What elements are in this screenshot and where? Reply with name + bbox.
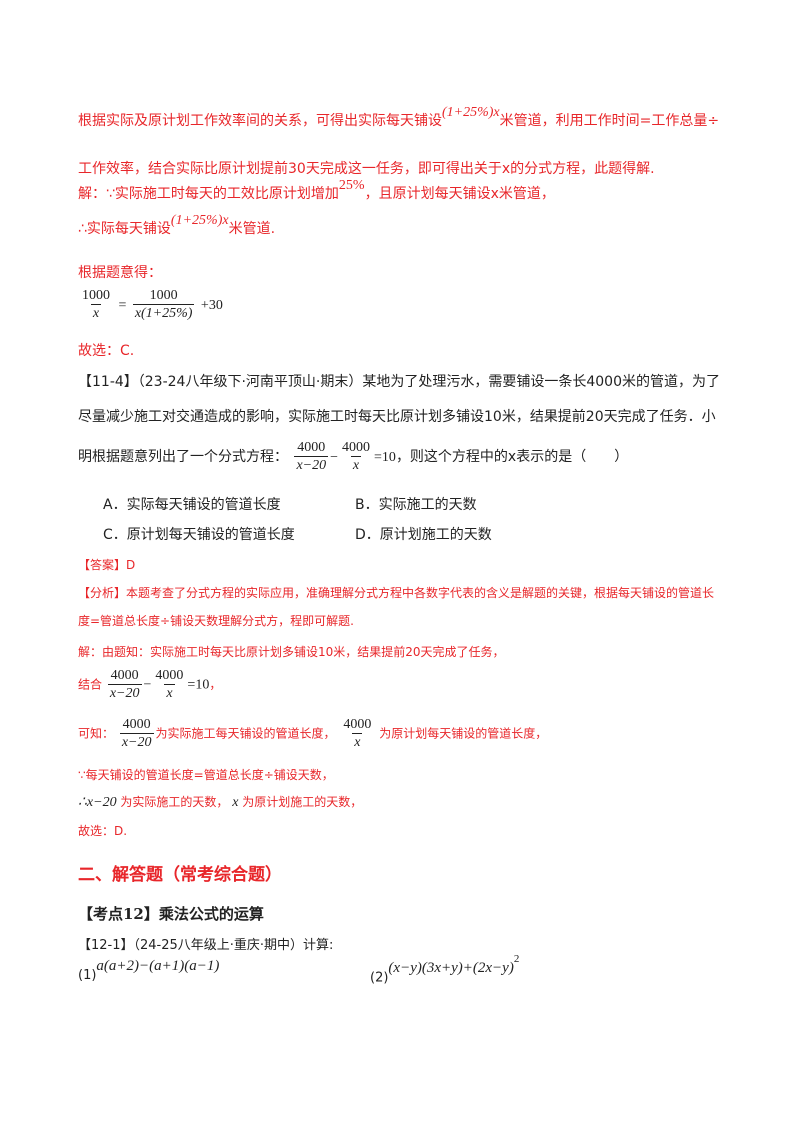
- numerator: 4000: [297, 440, 326, 455]
- denominator: x−20: [294, 456, 329, 473]
- numerator: 1000: [149, 288, 178, 303]
- text: 为实际施工每天铺设的管道长度，: [155, 726, 336, 741]
- denominator: x: [350, 456, 362, 473]
- exponent: 2: [513, 953, 520, 965]
- text: 根据实际及原计划工作效率间的关系，可得出实际每天铺设: [78, 113, 442, 129]
- question-12-1-part-1: (1)a(a+2)−(a+1)(a−1): [78, 958, 219, 984]
- question-12-1-stem: 【12-1】（24-25八年级上·重庆·期中）计算:: [78, 938, 334, 953]
- denominator: x(1+25%): [132, 304, 195, 321]
- option-a[interactable]: A．实际每天铺设的管道长度: [103, 497, 281, 513]
- analysis-line-6: ∵每天铺设的管道长度=管道总长度÷铺设天数，: [78, 768, 334, 782]
- solution-line-1: 解：∵实际施工时每天的工效比原计划增加25%，且原计划每天铺设x米管道，: [78, 178, 555, 203]
- numerator: 4000: [342, 440, 371, 455]
- denominator: x: [164, 684, 175, 701]
- text: ，: [209, 677, 222, 692]
- text: 解：∵实际施工时每天的工效比原计划增加: [78, 186, 339, 202]
- solution-line-3: 根据题意得：: [78, 265, 162, 281]
- text: ∴实际每天铺设: [78, 221, 171, 237]
- text: ，且原计划每天铺设x米管道，: [364, 186, 555, 202]
- part-label: (1): [78, 968, 97, 983]
- text: 结合: [78, 677, 103, 692]
- minus: −: [330, 450, 339, 465]
- solution-line-2: ∴实际每天铺设(1+25%)x米管道.: [78, 213, 276, 238]
- math-inline: (1+25%)x: [442, 105, 500, 120]
- numerator: 1000: [82, 288, 110, 303]
- equation-tail: +30: [200, 298, 223, 313]
- option-b[interactable]: B．实际施工的天数: [355, 497, 477, 513]
- text: 为原计划每天铺设的管道长度，: [379, 726, 548, 741]
- denominator: x−20: [107, 684, 142, 701]
- text: 为原计划施工的天数，: [242, 795, 363, 809]
- text: 可知：: [78, 726, 115, 741]
- minus: −: [143, 677, 152, 693]
- question-stem-line-1: 【11-4】（23-24八年级下·河南平顶山·期末）某地为了处理污水，需要铺设一…: [78, 374, 720, 390]
- analysis-line-1: 【分析】本题考查了分式方程的实际应用，准确理解分式方程中各数字代表的含义是解题的…: [78, 586, 715, 600]
- option-d[interactable]: D．原计划施工的天数: [355, 527, 492, 543]
- answer-label: 【答案】D: [78, 558, 136, 572]
- question-stem-line-2: 尽量减少施工对交通造成的影响，实际施工时每天比原计划多铺设10米，结果提前20天…: [78, 409, 716, 425]
- equation-tail: =10: [374, 450, 396, 465]
- analysis-line-8: 故选：D.: [78, 824, 128, 838]
- equals: =: [118, 298, 127, 313]
- analysis-line-3: 解：由题知：实际施工时每天比原计划多铺设10米，结果提前20天完成了任务，: [78, 645, 505, 659]
- section-title: 二、解答题（常考综合题）: [78, 865, 282, 885]
- denominator: x: [90, 304, 102, 321]
- text: 明根据题意列出了一个分式方程：: [78, 449, 288, 465]
- math-inline: a(a+2)−(a+1)(a−1): [96, 958, 220, 974]
- math-inline: ∴x−20: [78, 795, 117, 810]
- numerator: 4000: [110, 668, 139, 683]
- denominator: x: [352, 733, 363, 750]
- text: ，则这个方程中的x表示的是（ ）: [395, 449, 629, 465]
- denominator: x−20: [119, 733, 154, 750]
- text: 米管道.: [228, 221, 276, 237]
- solution-line-4: 故选：C.: [78, 343, 135, 359]
- math-inline: x: [232, 795, 239, 810]
- math-inline: (x−y)(3x+y)+(2x−y): [388, 960, 514, 977]
- numerator: 4000: [155, 668, 184, 683]
- text: 米管道，利用工作时间=工作总量÷: [499, 113, 720, 129]
- part-label: (2): [370, 970, 389, 986]
- text: 为实际施工的天数，: [120, 795, 229, 809]
- analysis-line-7: ∴x−20 为实际施工的天数， x 为原计划施工的天数，: [78, 793, 362, 811]
- equation-tail: =10: [187, 677, 210, 693]
- numerator: 4000: [122, 717, 151, 732]
- explanation-line-2: 工作效率，结合实际比原计划提前30天完成这一任务，即可得出关于x的分式方程，此题…: [78, 161, 655, 177]
- math-inline: 25%: [338, 178, 365, 193]
- explanation-line-1: 根据实际及原计划工作效率间的关系，可得出实际每天铺设(1+25%)x米管道，利用…: [78, 105, 720, 130]
- topic-title: 【考点12】乘法公式的运算: [78, 905, 264, 923]
- numerator: 4000: [343, 717, 372, 732]
- question-12-1-part-2: (2)(x−y)(3x+y)+(2x−y)2: [370, 953, 519, 986]
- option-c[interactable]: C．原计划每天铺设的管道长度: [103, 527, 295, 543]
- math-inline: (1+25%)x: [170, 213, 229, 228]
- analysis-line-2: 度=管道总长度÷铺设天数理解分式方，程即可解题.: [78, 614, 354, 628]
